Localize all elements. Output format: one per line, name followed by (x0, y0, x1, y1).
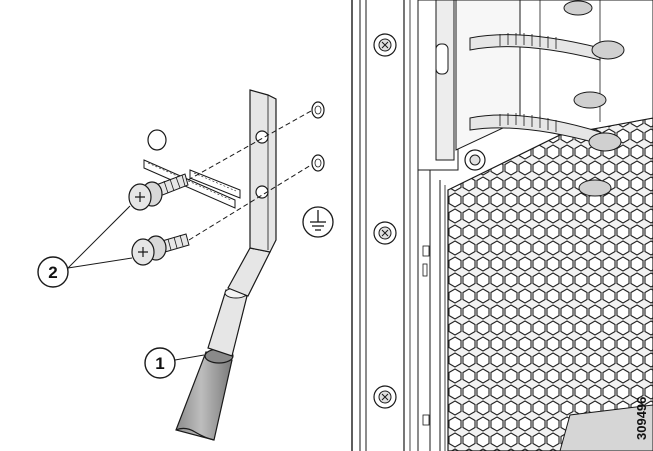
captive-screw (464, 149, 486, 171)
ground-symbol-icon (302, 206, 334, 238)
callout-1-label: 1 (155, 354, 164, 373)
captive-screw (373, 221, 397, 245)
chassis (351, 0, 653, 451)
callout-2: 2 (37, 205, 133, 288)
callout-2-label: 2 (48, 263, 57, 282)
captive-screw (373, 33, 397, 57)
ground-pad-area (143, 101, 325, 209)
ground-lug-cable (175, 89, 277, 441)
figure-id: 309496 (634, 397, 649, 440)
ground-screw-lower (131, 233, 190, 266)
captive-screw (373, 385, 397, 409)
callout-1: 1 (144, 347, 205, 379)
ground-screw-upper (128, 173, 189, 211)
